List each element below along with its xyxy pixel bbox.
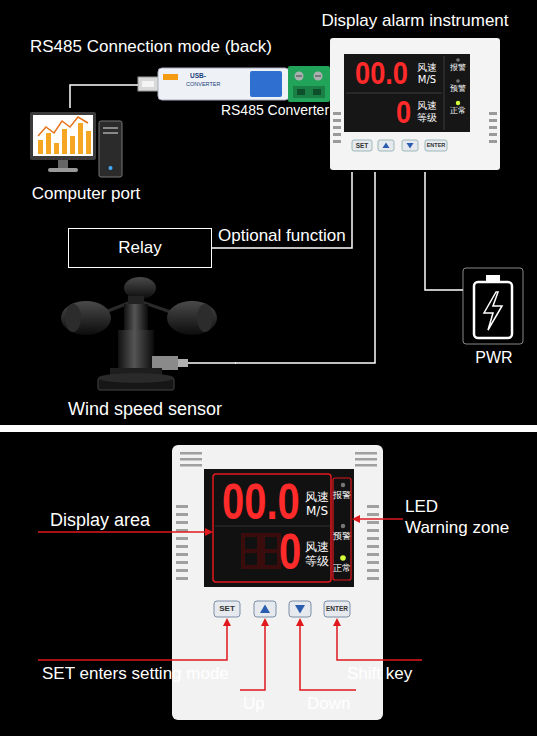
panel-background	[0, 0, 537, 425]
unit-label: 风速 等级	[302, 540, 332, 569]
button-label: SET	[214, 605, 240, 613]
callout-label: SET enters setting mode	[42, 665, 229, 682]
display-digits: 00.0	[355, 57, 408, 89]
led-label: 报警	[332, 491, 352, 500]
button-label: ENTER	[324, 606, 350, 613]
connector-line	[425, 172, 463, 290]
device-print: USB-	[190, 73, 206, 80]
unit-label: 风速 等级	[413, 100, 441, 123]
instrument-node: Display alarm instrument	[326, 8, 504, 172]
relay-box: Relay	[68, 228, 212, 268]
unit-label: 风速 M/S	[413, 62, 441, 85]
connector-line	[70, 85, 138, 108]
display-digits: 0	[279, 527, 301, 577]
node-label: PWR	[463, 348, 525, 367]
button-label: ENTER	[425, 143, 447, 149]
battery-symbol	[463, 268, 523, 344]
node-label: RS485 Converter	[216, 102, 334, 119]
led-label: 正常	[448, 107, 468, 115]
rs485-converter-illustration	[138, 66, 330, 102]
power-node: PWR	[463, 265, 525, 365]
callout-label: Shift key	[347, 665, 412, 682]
led-label: 预警	[448, 85, 468, 93]
led-label: 报警	[448, 64, 468, 72]
led-label: 正常	[332, 564, 352, 573]
wind-speed-sensor-illustration	[61, 277, 236, 390]
connection-note: RS485 Connection mode (back)	[30, 38, 272, 55]
led-label: 预警	[332, 532, 352, 541]
converter-node: RS485 Converter	[138, 62, 326, 120]
callout-label: LED Warning zone	[405, 496, 515, 539]
display-digits: 0	[396, 96, 411, 128]
sensor-node: Wind speed sensor	[55, 282, 235, 420]
node-label: Computer port	[25, 184, 147, 204]
panel-background	[0, 432, 537, 736]
callout-label: Up	[243, 695, 265, 712]
line-spacer	[495, 496, 515, 504]
callout-arrowhead	[205, 515, 360, 626]
connector-line	[212, 172, 352, 248]
device-print: CONVERTER	[186, 82, 220, 88]
connector-label: Optional function	[218, 226, 346, 246]
connector-line	[235, 172, 375, 363]
callout-leader	[38, 519, 422, 690]
computer-node: Computer port	[25, 108, 147, 205]
node-label: Relay	[118, 238, 161, 258]
button-label: SET	[352, 143, 372, 150]
display-instrument-illustration	[330, 38, 500, 170]
callout-label: Down	[307, 695, 350, 712]
node-heading: Display alarm instrument	[310, 11, 520, 31]
node-label: Wind speed sensor	[55, 399, 235, 421]
display-digits: 00.0	[222, 477, 300, 527]
unit-label: 风速 M/S	[302, 490, 332, 519]
computer-illustration	[30, 112, 122, 177]
callout-label: Display area	[50, 511, 150, 529]
